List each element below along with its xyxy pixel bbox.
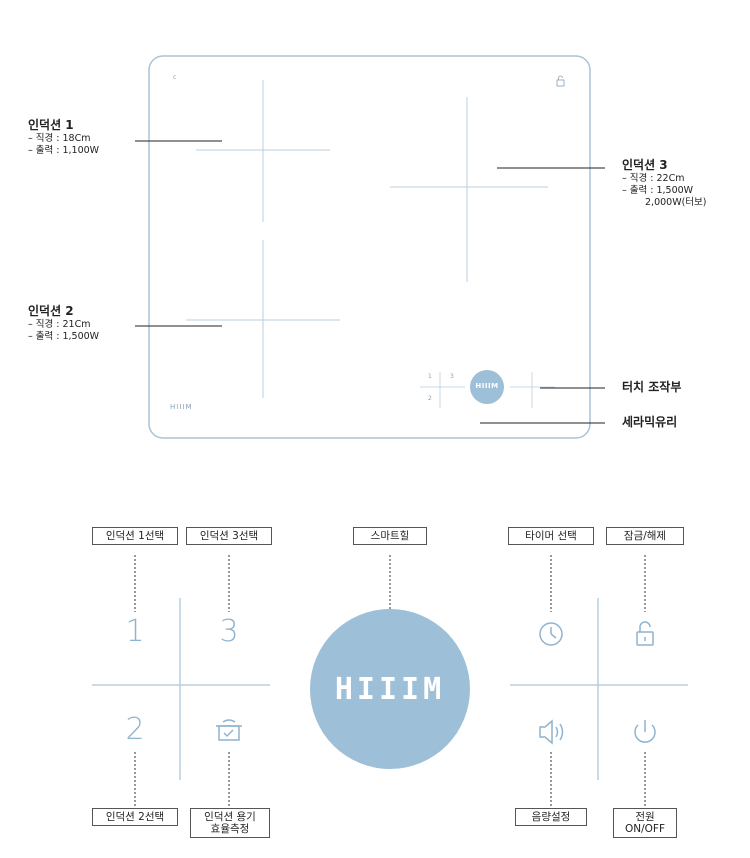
- callout-ceramic-glass-text: 세라믹유리: [622, 415, 678, 429]
- digit-1-button[interactable]: 1: [125, 614, 145, 649]
- mini-smart-button: [470, 370, 504, 404]
- pot-icon: [216, 719, 242, 741]
- callout-induction3-turbo: 2,000W(터보): [645, 197, 707, 208]
- mini-digit-1: 1: [428, 373, 432, 380]
- lock-icon: [636, 621, 654, 646]
- mini-digit-3: 3: [450, 373, 454, 380]
- panel-brand: HIIIM: [170, 403, 193, 411]
- smart-heat-logo: HIIIM: [334, 672, 446, 707]
- callout-induction2: 인덕션 2 – 직경 : 21Cm – 출력 : 1,500W: [28, 304, 99, 343]
- callout-induction2-title: 인덕션 2: [28, 304, 74, 318]
- callout-ceramic-glass: 세라믹유리: [622, 415, 677, 430]
- clock-icon: [539, 622, 563, 646]
- mini-logo: HIIIM: [475, 382, 499, 390]
- label-vessel-efficiency: 인덕션 용기 효율측정: [190, 808, 270, 838]
- callout-induction3-title: 인덕션 3: [622, 158, 668, 172]
- speaker-icon: [539, 719, 564, 745]
- label-smart-heat: 스마트힐: [353, 527, 427, 545]
- digit-2-button[interactable]: 2: [125, 712, 145, 747]
- label-lock: 잠금/해제: [606, 527, 684, 545]
- label-power: 전원 ON/OFF: [613, 808, 677, 838]
- callout-induction3: 인덕션 3 – 직경 : 22Cm – 출력 : 1,500W 2,000W(터…: [622, 158, 706, 209]
- callout-induction1-title: 인덕션 1: [28, 118, 74, 132]
- callout-induction1-output: – 출력 : 1,100W: [28, 145, 100, 156]
- callout-induction2-output: – 출력 : 1,500W: [28, 331, 100, 342]
- digit-3-button[interactable]: 3: [219, 614, 239, 649]
- callout-induction1-diameter: – 직경 : 18Cm: [28, 133, 91, 144]
- panel-corner-symbol: c: [173, 74, 177, 81]
- label-select-induction3: 인덕션 3선택: [186, 527, 272, 545]
- panel-lock-icon: [556, 75, 565, 87]
- callout-touch-panel: 터치 조작부: [622, 380, 681, 395]
- callout-induction3-diameter: – 직경 : 22Cm: [622, 173, 685, 184]
- label-volume: 음량설정: [515, 808, 587, 826]
- label-timer: 타이머 선택: [508, 527, 594, 545]
- callout-induction2-diameter: – 직경 : 21Cm: [28, 319, 91, 330]
- cooktop-panel: [148, 55, 591, 439]
- label-select-induction2: 인덕션 2선택: [92, 808, 178, 826]
- mini-digit-2: 2: [428, 395, 432, 402]
- power-icon: [634, 720, 656, 743]
- smart-heat-button[interactable]: [310, 609, 470, 769]
- callout-touch-panel-text: 터치 조작부: [622, 380, 682, 394]
- label-select-induction1: 인덕션 1선택: [92, 527, 178, 545]
- callout-induction3-output: – 출력 : 1,500W: [622, 185, 694, 196]
- callout-induction1: 인덕션 1 – 직경 : 18Cm – 출력 : 1,100W: [28, 118, 99, 157]
